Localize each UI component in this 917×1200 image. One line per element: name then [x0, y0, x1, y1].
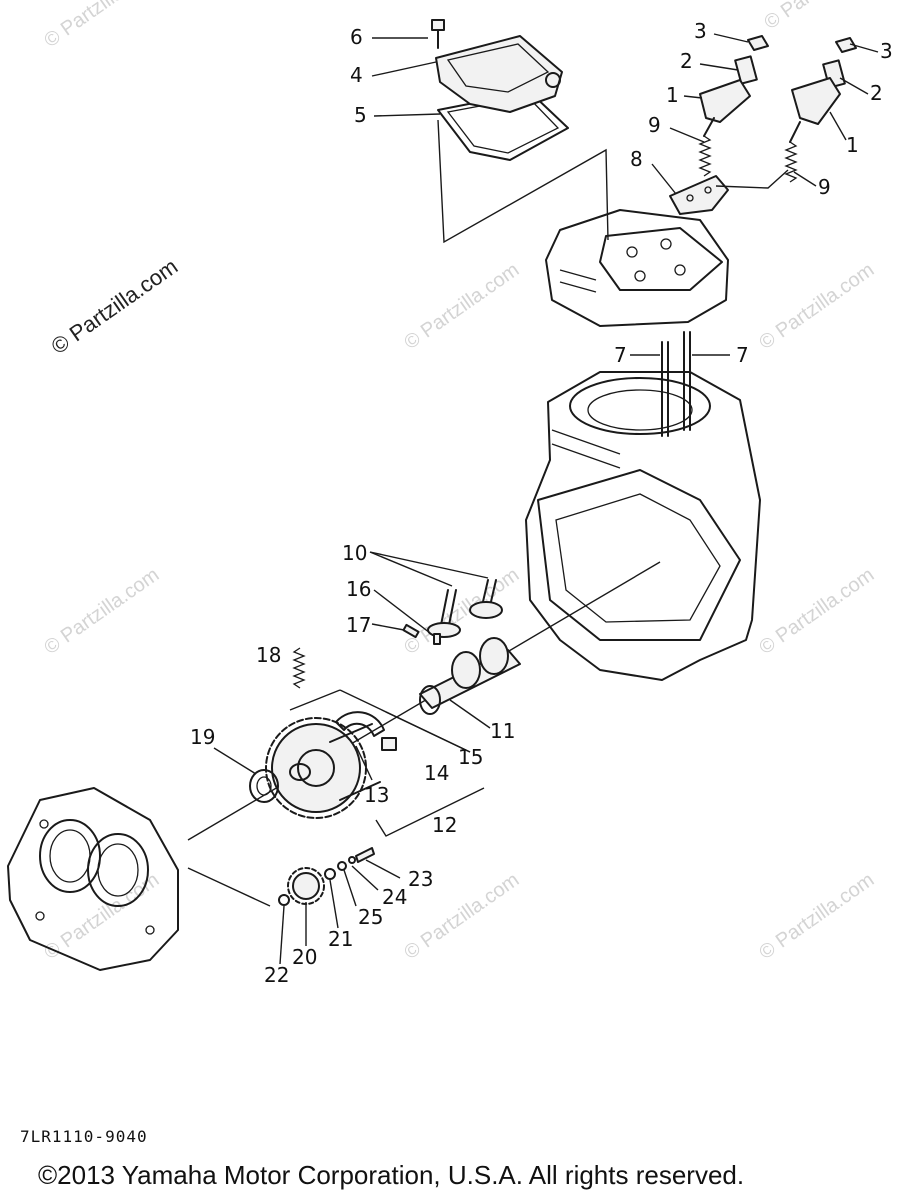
callout-7-left: 7 — [614, 343, 627, 367]
callout-1-left: 1 — [666, 83, 679, 107]
callout-21: 21 — [328, 927, 353, 951]
governor-weight — [289, 689, 471, 753]
push-rods — [630, 331, 730, 437]
watermark-faint: © Partzilla.com — [755, 564, 878, 659]
copyright-notice: ©2013 Yamaha Motor Corporation, U.S.A. A… — [38, 1160, 745, 1190]
callout-5: 5 — [354, 103, 367, 127]
callout-23: 23 — [408, 867, 433, 891]
callout-16: 16 — [346, 577, 371, 601]
thrust-washer — [213, 747, 279, 803]
watermark-faint: © Partzilla.com — [40, 564, 163, 659]
cylinder-block — [525, 371, 761, 681]
part-callouts: 6 4 5 3 2 1 9 8 3 2 1 9 7 7 10 16 17 18 … — [190, 19, 893, 987]
callout-25: 25 — [358, 905, 383, 929]
callout-18: 18 — [256, 643, 281, 667]
callout-20: 20 — [292, 945, 317, 969]
watermark-faint: © Partzilla.com — [755, 259, 878, 354]
callout-2-right: 2 — [870, 81, 883, 105]
callout-24: 24 — [382, 885, 407, 909]
callout-3-left: 3 — [694, 19, 707, 43]
rocker-arm-assembly — [669, 35, 857, 215]
watermark-main: © Partzilla.com — [47, 254, 183, 360]
callout-9-left: 9 — [648, 113, 661, 137]
watermark-faint: © Partzilla.com — [760, 0, 883, 34]
callout-12: 12 — [432, 813, 457, 837]
callout-13: 13 — [364, 783, 389, 807]
governor-spring — [292, 647, 306, 689]
callout-2-left: 2 — [680, 49, 693, 73]
valves — [369, 551, 503, 645]
watermark-faint: © Partzilla.com — [40, 0, 163, 52]
callout-11: 11 — [490, 719, 515, 743]
callout-9-right: 9 — [818, 175, 831, 199]
callout-19: 19 — [190, 725, 215, 749]
callout-8: 8 — [630, 147, 643, 171]
callout-10: 10 — [342, 541, 367, 565]
callout-22: 22 — [264, 963, 289, 987]
callout-3-right: 3 — [880, 39, 893, 63]
cylinder-head — [545, 209, 729, 327]
cylinder-head-cover — [431, 19, 569, 161]
crankcase-cover — [7, 787, 271, 971]
callout-4: 4 — [350, 63, 363, 87]
cam-gear — [265, 717, 485, 837]
assembly-line — [437, 119, 609, 244]
camshaft — [419, 637, 521, 729]
callout-14: 14 — [424, 761, 449, 785]
callout-7-right: 7 — [736, 343, 749, 367]
diagram-reference-code: 7LR1110-9040 — [20, 1127, 148, 1146]
watermark-faint: © Partzilla.com — [755, 869, 878, 964]
watermark-faint: © Partzilla.com — [40, 869, 163, 964]
assembly-axis — [187, 561, 661, 841]
callout-15: 15 — [458, 745, 483, 769]
callout-1-right: 1 — [846, 133, 859, 157]
watermark-faint: © Partzilla.com — [400, 259, 523, 354]
callout-17: 17 — [346, 613, 371, 637]
callout-6: 6 — [350, 25, 363, 49]
governor-gear — [278, 847, 401, 965]
